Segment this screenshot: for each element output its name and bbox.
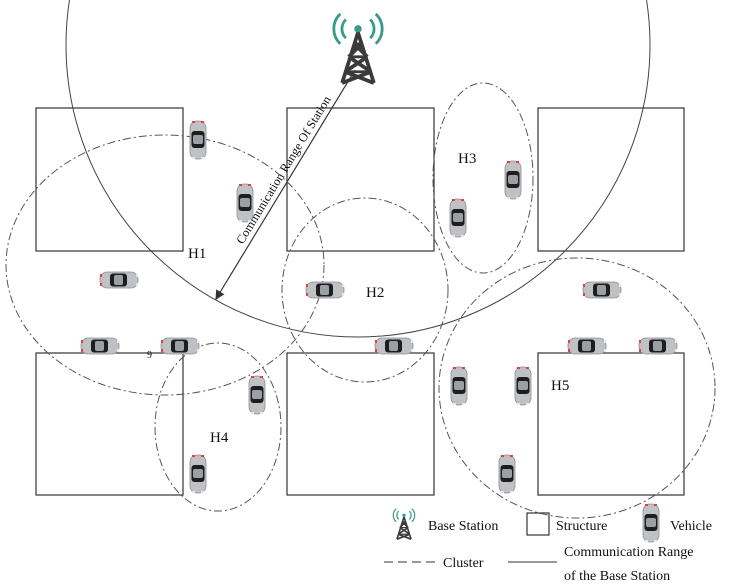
vehicle-icon <box>249 376 265 414</box>
clusters <box>6 83 715 518</box>
vehicle-icon <box>583 282 621 298</box>
legend-range-label-line2: of the Base Station <box>564 569 670 584</box>
legend-structure-label: Structure <box>556 519 607 534</box>
structures <box>36 108 684 495</box>
range-label: Communication Range Of Station <box>233 93 334 247</box>
legend-vehicle-icon <box>643 504 659 542</box>
vehicle-icon <box>190 121 206 159</box>
vehicle-icon <box>161 338 199 354</box>
structure-block <box>538 353 684 495</box>
vehicle-icon <box>568 338 606 354</box>
vehicle-icon <box>81 338 119 354</box>
cluster-label-h3: H3 <box>458 151 476 167</box>
structure-block <box>538 108 684 251</box>
vehicle-icon <box>515 367 531 405</box>
cluster-label-h1: H1 <box>188 246 206 262</box>
vehicle-icon <box>639 338 677 354</box>
cluster-h5 <box>439 258 715 518</box>
vehicle-icon <box>237 184 253 222</box>
legend: Base Station Structure Vehicle Cluster C… <box>384 504 712 584</box>
vehicle-icon <box>505 161 521 199</box>
legend-structure-icon <box>527 513 549 535</box>
vehicle-icon <box>306 282 344 298</box>
vehicle-icon <box>190 455 206 493</box>
cluster-label-h5: H5 <box>551 378 569 394</box>
cluster-label-h2: H2 <box>366 285 384 301</box>
legend-range-label-line1: Communication Range <box>564 545 693 560</box>
legend-cluster-label: Cluster <box>443 556 484 571</box>
base-station-icon <box>334 14 382 83</box>
cluster-h4 <box>155 343 281 511</box>
vehicles <box>81 121 677 493</box>
legend-base-station-icon <box>393 509 414 540</box>
structure-block <box>36 108 183 251</box>
vehicle-icon <box>499 455 515 493</box>
vehicle-icon <box>450 199 466 237</box>
structure-block <box>287 353 434 495</box>
vehicle-icon <box>100 272 138 288</box>
communication-range-circle <box>66 0 650 337</box>
cluster-label-h4: H4 <box>210 430 229 446</box>
vehicle-icon <box>375 338 413 354</box>
vehicle-icon <box>451 367 467 405</box>
structure-block <box>36 353 183 495</box>
vehicle-tag: 9 <box>147 350 152 361</box>
legend-base-station-label: Base Station <box>428 519 498 534</box>
legend-vehicle-label: Vehicle <box>670 519 712 534</box>
